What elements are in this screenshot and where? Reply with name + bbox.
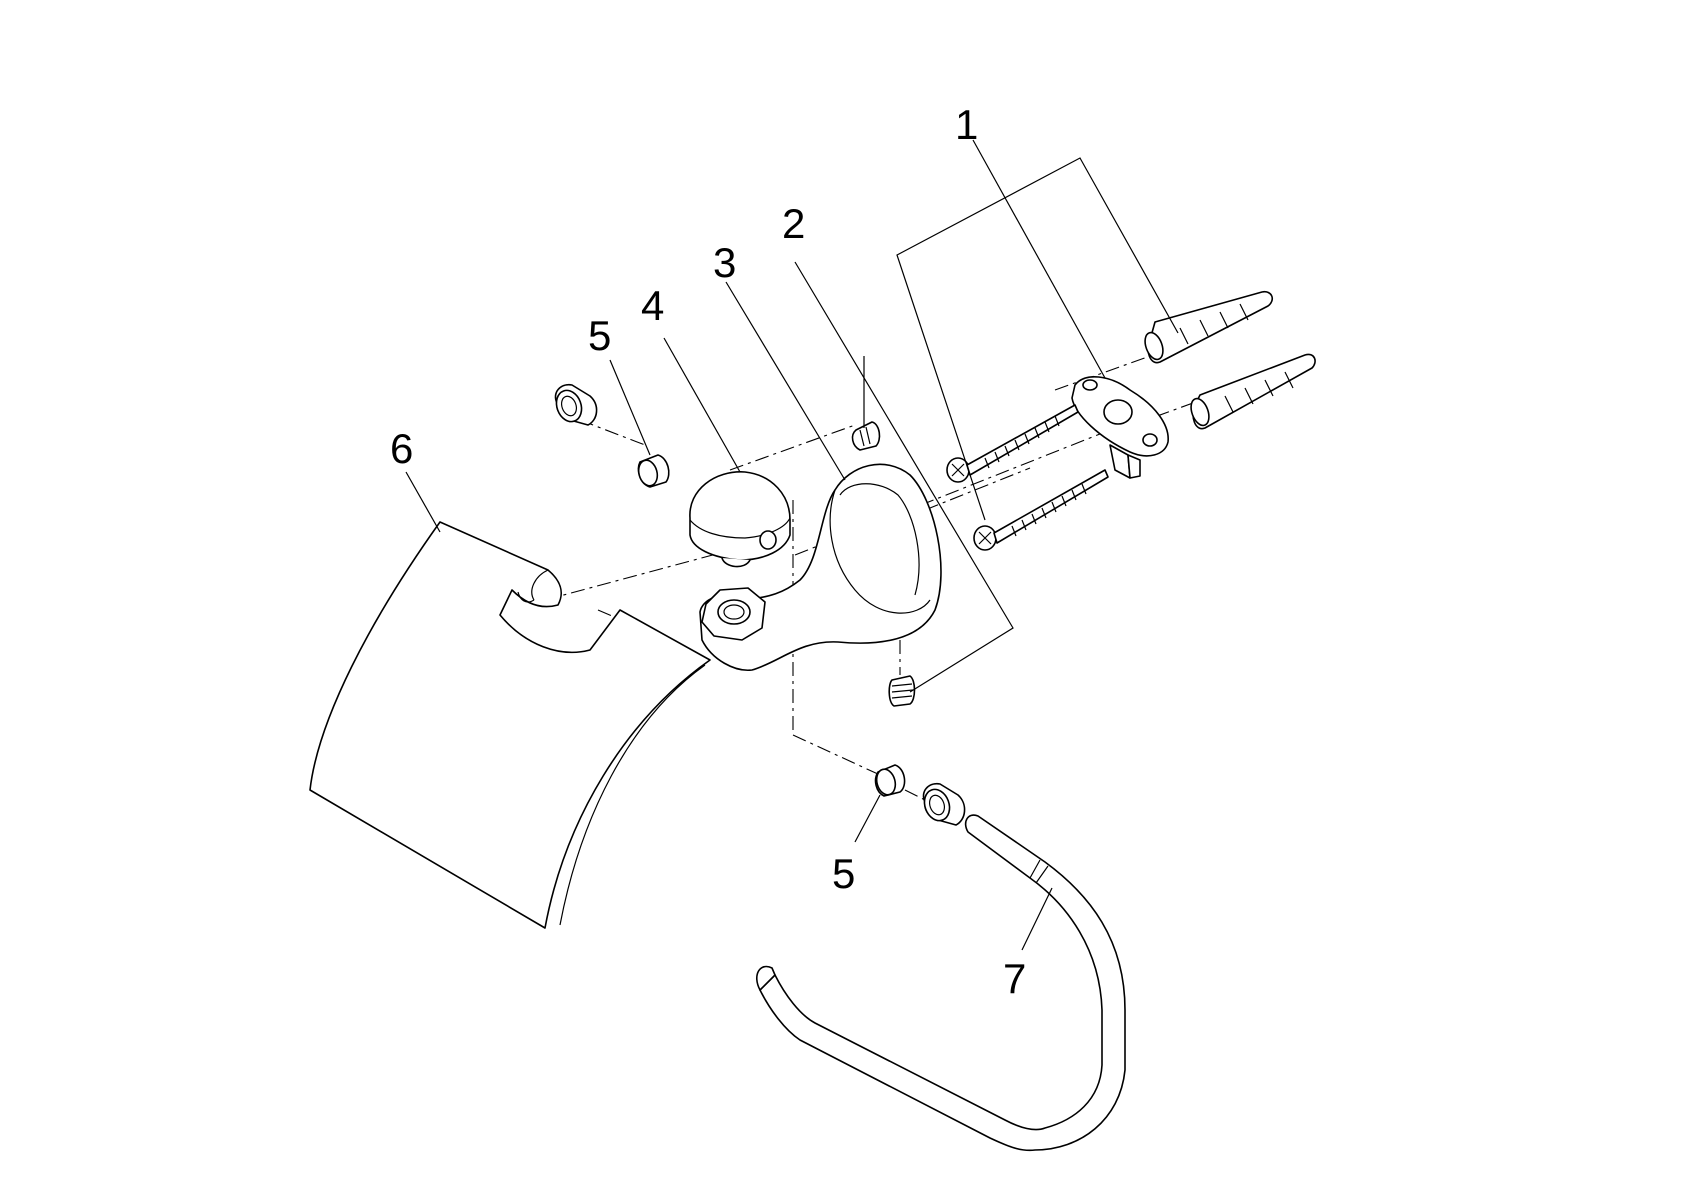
wall-bracket <box>699 463 942 671</box>
callout-3: 3 <box>713 239 736 286</box>
wall-anchor-upper <box>1144 290 1274 364</box>
callout-2: 2 <box>782 200 805 247</box>
callout-6: 6 <box>390 425 413 472</box>
callout-labels: 1 2 3 4 5 6 5 7 <box>390 101 1026 1002</box>
set-screw-upper <box>851 421 881 451</box>
set-screw-lower <box>888 675 916 707</box>
bushing-large-lower <box>922 782 966 826</box>
bushing-small-lower <box>874 764 906 797</box>
leader-lines <box>405 139 1179 951</box>
roll-holder-bar <box>756 814 1126 1152</box>
wood-screw-lower <box>973 469 1109 551</box>
callout-1: 1 <box>955 101 978 148</box>
callout-5-lower: 5 <box>832 850 855 897</box>
wood-screw-upper <box>946 404 1079 483</box>
cover-lid <box>309 521 711 929</box>
callout-7: 7 <box>1003 955 1026 1002</box>
wall-anchor-lower <box>1190 353 1316 430</box>
end-cap <box>689 471 791 568</box>
bushing-small-upper <box>637 454 670 488</box>
bushing-large-upper <box>554 383 598 426</box>
mounting-plate <box>1071 375 1169 479</box>
callout-5-upper: 5 <box>588 312 611 359</box>
callout-4: 4 <box>641 282 664 329</box>
